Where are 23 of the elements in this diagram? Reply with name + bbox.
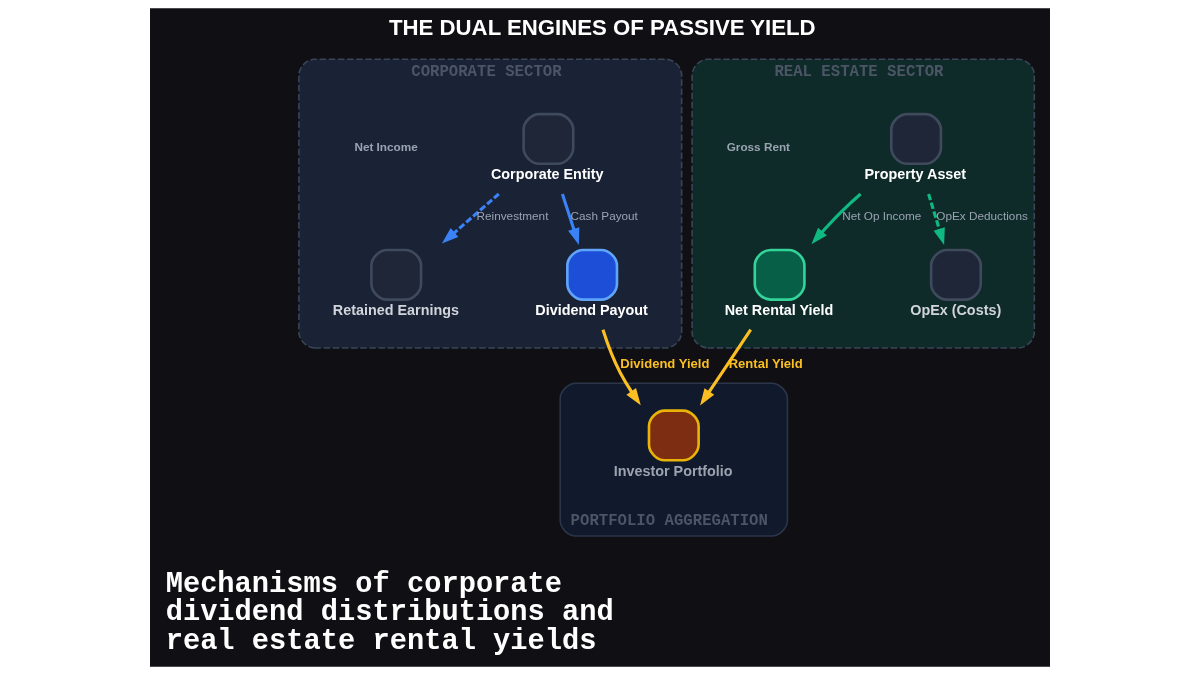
label: Gross Rent: [726, 139, 791, 153]
arrow: [441, 192, 500, 244]
diagram-title: THE DUAL ENGINES OF PASSIVE YIELD: [389, 15, 816, 41]
label: Net Income: [354, 139, 418, 153]
edge-label: Rental Yield: [728, 355, 803, 371]
arrow: [700, 328, 752, 406]
edge-label: Cash Payout: [570, 209, 638, 223]
arrow: [927, 193, 945, 245]
arrow: [560, 193, 580, 245]
node-label: Retained Earnings: [332, 302, 459, 319]
edge-label: Reinvestment: [476, 209, 549, 223]
node-label: OpEx (Costs): [910, 302, 1002, 319]
edge-label: Dividend Yield: [620, 355, 710, 371]
node-label: Dividend Payout: [535, 302, 648, 319]
node-label: Corporate Entity: [490, 166, 604, 183]
node-label: Property Asset: [864, 166, 967, 183]
node-label: Investor Portfolio: [613, 462, 733, 479]
arrow: [811, 192, 862, 245]
edge-label: OpEx Deductions: [936, 209, 1028, 223]
arrow: [601, 329, 641, 406]
edge-label: Net Op Income: [842, 209, 922, 223]
caption: Mechanisms of corporate dividend distributions and real estate rental yields: [165, 567, 614, 659]
node-label: Net Rental Yield: [724, 302, 834, 319]
